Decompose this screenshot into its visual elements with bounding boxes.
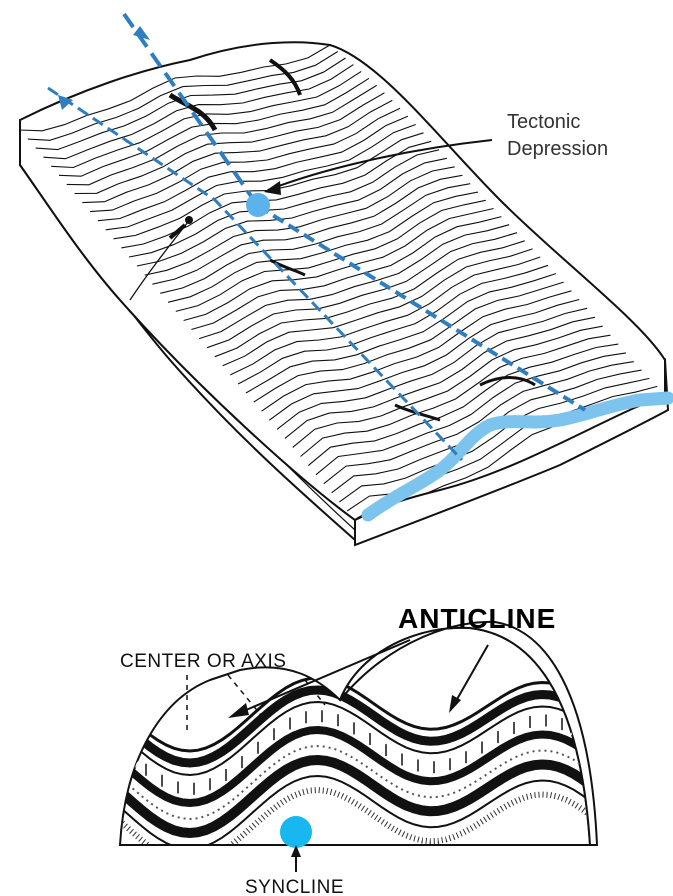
tectonic-depression-marker	[246, 193, 270, 217]
tectonic-label-line2: Depression	[507, 138, 608, 160]
anticline-label: ANTICLINE	[398, 603, 556, 634]
tectonic-label-line1: Tectonic	[507, 111, 580, 133]
axis-label: CENTER OR AXIS	[120, 651, 286, 672]
syncline-label: SYNCLINE	[245, 877, 344, 896]
syncline-marker	[280, 816, 312, 848]
slope-spot	[185, 216, 193, 224]
terrain-block	[20, 14, 668, 545]
